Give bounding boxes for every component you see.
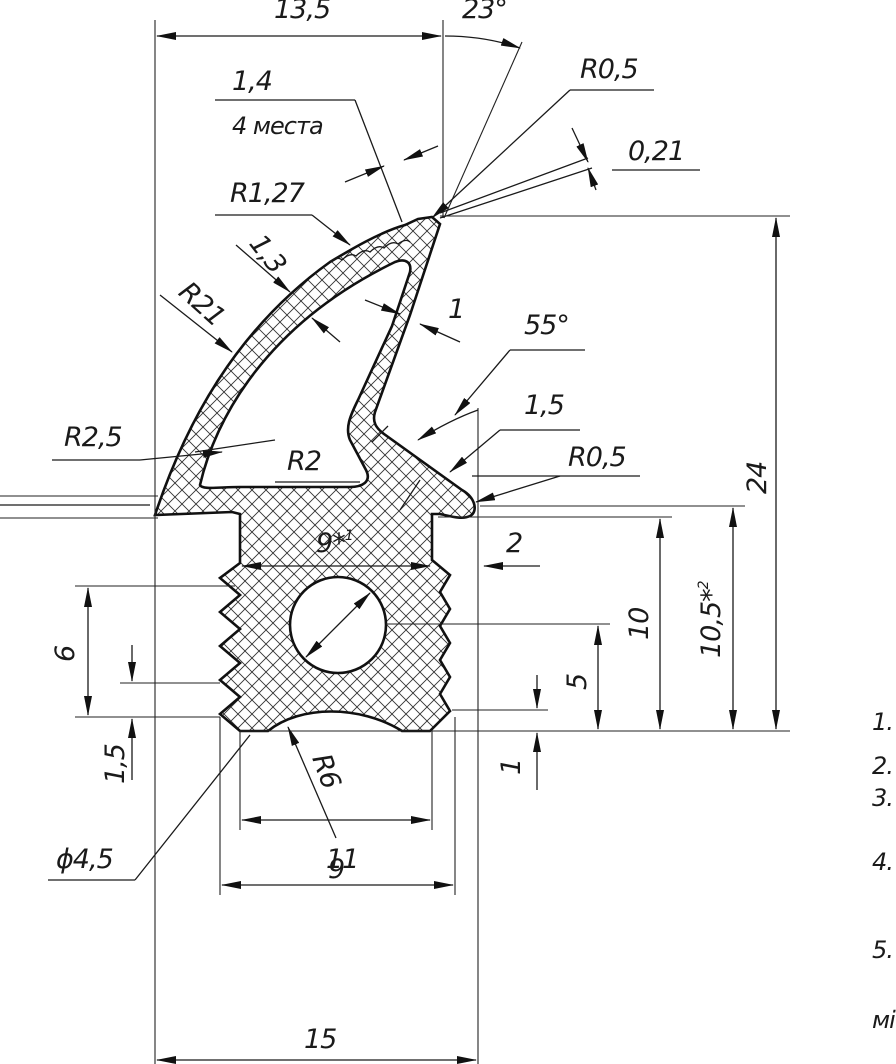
dim-h105: 10,5*2 [696,580,727,658]
dim-h24: 24 [742,462,773,494]
inner-cavity [198,259,412,490]
dim-step-2: 2 [506,528,522,559]
extension-lines [0,20,790,1064]
dim-places: 4 места [232,112,323,140]
dim-angle-tip: 23° [462,0,507,25]
dim-wall-13: 1,3 [243,229,292,280]
dim-r25: R2,5 [64,422,122,453]
dim-top-width: 13,5 [274,0,330,25]
dim-wall-15: 1,5 [524,390,564,421]
dim-h5: 5 [562,674,593,690]
notes-column: 1. 2. 3. 4. 5. мі [872,708,896,1034]
dim-wall-1: 1 [448,294,464,325]
dim-w15: 15 [304,1024,336,1055]
dim-r21: R21 [173,276,231,333]
dim-gap-021: 0,21 [628,136,684,167]
note-number-1: 1. [872,708,893,736]
dim-h10: 10 [624,608,655,640]
note-number-2: 2. [872,752,893,780]
dim-h1: 1 [496,759,527,775]
note-number-4: 4. [872,848,893,876]
dim-h6: 6 [50,646,81,662]
dim-r2: R2 [287,446,321,477]
dim-angle-55: 55° [524,310,569,341]
note-number-3: 3. [872,784,893,812]
note-tail: мі [872,1006,896,1034]
dimension-lines [0,32,780,1064]
dim-r05-right: R0,5 [568,442,626,473]
dim-wall-14: 1,4 [232,66,272,97]
dim-r127: R1,27 [230,178,305,209]
dim-w9: 9 [328,854,344,885]
dim-r6: R6 [305,750,346,793]
dim-neck-9: 9*1 [316,528,353,559]
dim-h15: 1,5 [100,744,131,784]
dim-tip-radius: R0,5 [580,54,638,85]
dim-dia45: ϕ4,5 [56,844,113,875]
scallop-edge [329,239,411,263]
dim-w11: 11 [326,844,358,875]
note-number-5: 5. [872,936,893,964]
